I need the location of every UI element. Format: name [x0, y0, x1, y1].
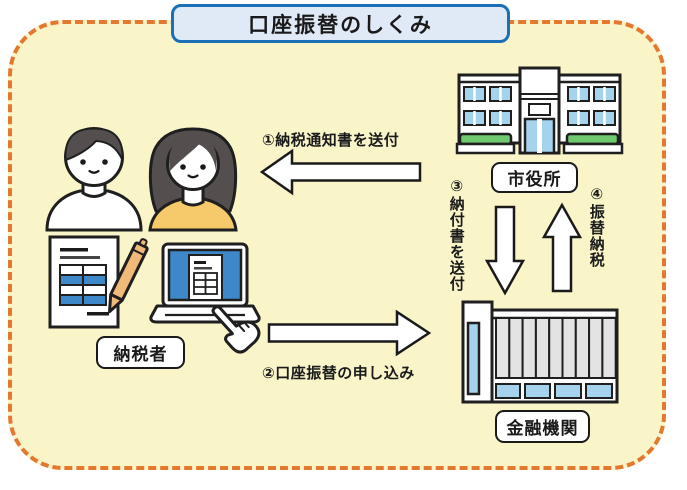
step4-caption: ④振替納税: [587, 185, 605, 268]
taxpayer-label-text: 納税者: [113, 345, 168, 364]
document-pen-icon: [47, 235, 149, 329]
diagram-title: 口座振替のしくみ: [248, 13, 433, 37]
bank-label-text: 金融機関: [506, 419, 579, 438]
man-icon: [44, 127, 144, 232]
city-hall-label-text: 市役所: [507, 170, 562, 189]
city-hall-label: 市役所: [491, 162, 578, 193]
step3-arrow-down-icon: [484, 205, 526, 296]
step1-arrow-left-icon: [259, 148, 422, 196]
taxpayer-label: 納税者: [96, 336, 185, 369]
city-hall-building-icon: [455, 66, 624, 155]
diagram-title-box: 口座振替のしくみ: [171, 4, 510, 43]
step2-caption: ②口座振替の申し込み: [262, 365, 415, 382]
step1-caption: ①納税通知書を送付: [262, 132, 400, 149]
bank-label: 金融機関: [495, 410, 590, 443]
step3-caption: ③納付書を送付: [447, 177, 465, 292]
woman-icon: [145, 127, 241, 232]
bank-building-icon: [455, 298, 619, 404]
laptop-hand-icon: [149, 242, 267, 354]
step2-arrow-right-icon: [267, 309, 432, 357]
step4-arrow-up-icon: [541, 202, 583, 293]
